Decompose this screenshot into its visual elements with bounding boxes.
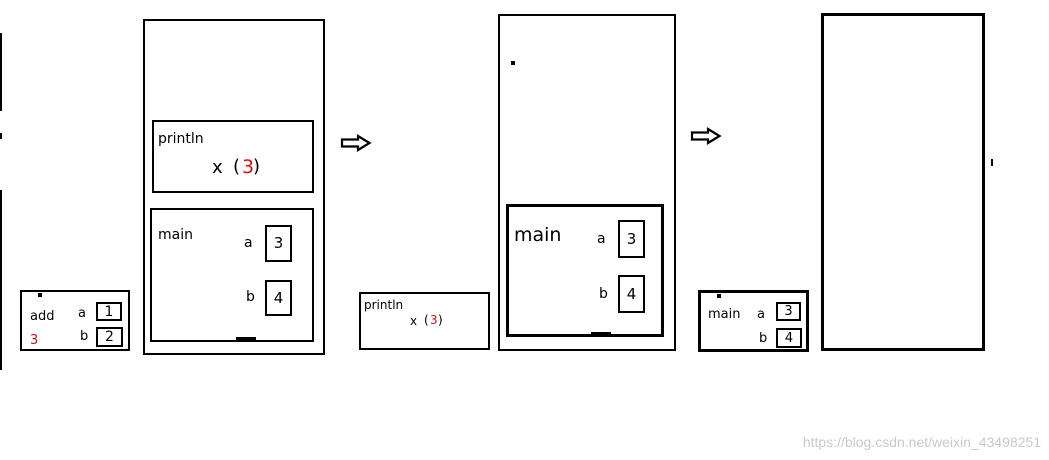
add-param-b-value-box: 2 (96, 327, 123, 347)
println-popped-title: println (364, 298, 404, 312)
main-popped-title: main (708, 307, 741, 322)
main-var-a-name: a (244, 235, 253, 251)
println-frame-popped: println x ( 3 ) (359, 292, 490, 350)
println-popped-var-name: x (410, 314, 418, 328)
stack-2: main a 3 b 4 (498, 14, 676, 351)
println-value: 3 (242, 156, 255, 178)
main-2-var-b-value: 4 (626, 284, 637, 303)
main-popped-var-a-value: 3 (784, 304, 793, 319)
add-return-value: 3 (30, 333, 39, 348)
main-2-var-a-value-box: 3 (618, 220, 645, 258)
main-frame-popped: main a 3 b 4 (698, 290, 809, 352)
println-popped-value: 3 (430, 313, 438, 327)
edge-mark-top (0, 33, 2, 111)
main-2-var-b-value-box: 4 (618, 275, 645, 313)
println-frame-title: println (158, 131, 204, 147)
main-popped-var-b-name: b (759, 331, 768, 346)
main-popped-var-a-name: a (757, 307, 765, 322)
frame-dot (38, 293, 42, 297)
arrow-right-icon-2-shape (690, 127, 722, 145)
frame-dot (717, 294, 721, 298)
stack-1: println x ( 3 ) main a 3 b 4 (143, 19, 325, 355)
frame-base-mark (591, 332, 611, 335)
add-param-a-name: a (78, 306, 86, 321)
edge-mark-small (0, 133, 2, 139)
main-frame-2: main a 3 b 4 (506, 204, 664, 337)
main-var-b-value: 4 (273, 288, 284, 307)
add-param-b-name: b (80, 329, 89, 344)
println-var-name: x (212, 157, 223, 178)
main-2-var-a-name: a (597, 231, 606, 247)
println-paren-open: ( (233, 156, 241, 177)
main-2-var-a-value: 3 (626, 229, 637, 248)
add-param-a-value: 1 (104, 303, 114, 320)
main-2-var-b-name: b (599, 286, 608, 302)
main-popped-var-a-value-box: 3 (776, 302, 801, 321)
main-var-b-value-box: 4 (265, 280, 292, 316)
println-popped-paren-close: ) (438, 313, 443, 327)
main-frame: main a 3 b 4 (150, 208, 314, 342)
println-paren-close: ) (253, 156, 261, 177)
watermark-text: https://blog.csdn.net/weixin_43498251 (802, 434, 1041, 450)
frame-base-mark (236, 337, 256, 340)
println-popped-paren-open: ( (424, 313, 429, 327)
add-param-a-value-box: 1 (96, 302, 122, 321)
stray-mark (991, 159, 993, 166)
main-var-b-name: b (246, 289, 255, 305)
main-var-a-value: 3 (273, 234, 284, 252)
main-frame-2-title: main (514, 224, 562, 246)
main-var-a-value-box: 3 (265, 225, 292, 262)
main-popped-var-b-value: 4 (784, 330, 794, 346)
arrow-right-icon-2 (690, 127, 722, 145)
add-frame-title: add (30, 309, 55, 324)
main-frame-title: main (158, 227, 193, 243)
println-frame: println x ( 3 ) (152, 120, 314, 193)
arrow-right-icon-shape (340, 134, 372, 152)
main-popped-var-b-value-box: 4 (776, 328, 802, 348)
arrow-right-icon (340, 134, 372, 152)
stack-3-empty (821, 13, 985, 351)
add-param-b-value: 2 (105, 329, 114, 345)
add-frame: add 3 a 1 b 2 (20, 290, 130, 351)
edge-mark-mid (0, 190, 2, 370)
frame-dot (511, 61, 515, 65)
